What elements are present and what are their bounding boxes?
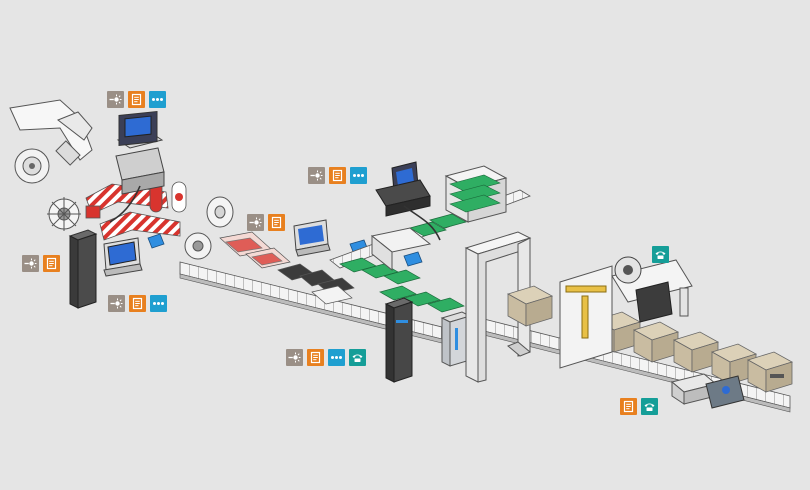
unwind-robot-arm bbox=[9, 99, 93, 166]
station-icons-conveyor-coder bbox=[286, 349, 366, 366]
service-icon[interactable] bbox=[349, 349, 366, 366]
coding-icon[interactable] bbox=[328, 349, 345, 366]
tray-magazine bbox=[444, 165, 508, 223]
label-icon[interactable] bbox=[307, 349, 324, 366]
coding-icon[interactable] bbox=[150, 295, 167, 312]
station-icons-reel-printer bbox=[107, 91, 166, 108]
inkjet-printer-2 bbox=[375, 161, 441, 241]
coding-icon[interactable] bbox=[149, 91, 166, 108]
label-icon[interactable] bbox=[128, 91, 145, 108]
film-reel-left bbox=[14, 148, 50, 184]
sensor-clamps bbox=[147, 233, 423, 267]
service-icon[interactable] bbox=[652, 246, 669, 263]
label-icon[interactable] bbox=[620, 398, 637, 415]
red-web-path bbox=[85, 179, 187, 241]
coder-column bbox=[384, 297, 414, 383]
service-icon[interactable] bbox=[641, 398, 658, 415]
electrical-cabinet bbox=[440, 311, 472, 367]
laser-icon[interactable] bbox=[286, 349, 303, 366]
green-packs bbox=[339, 213, 467, 313]
laser-icon[interactable] bbox=[308, 167, 325, 184]
station-icons-case-coder bbox=[620, 398, 658, 415]
carton bbox=[632, 321, 680, 363]
label-applicator bbox=[611, 256, 693, 323]
station-icons-pack-inline-a bbox=[108, 295, 167, 312]
laser-icon[interactable] bbox=[107, 91, 124, 108]
laser-icon[interactable] bbox=[108, 295, 125, 312]
station-icons-tray-printer bbox=[308, 167, 367, 184]
case-coder bbox=[670, 373, 745, 409]
label-icon[interactable] bbox=[129, 295, 146, 312]
case-sealer bbox=[559, 265, 613, 369]
label-icon[interactable] bbox=[43, 255, 60, 272]
carton bbox=[746, 351, 794, 393]
station-icons-case-labeler bbox=[652, 246, 669, 263]
indexing-wheel bbox=[184, 232, 212, 260]
label-icon[interactable] bbox=[329, 167, 346, 184]
film-reel-mid bbox=[206, 196, 234, 228]
blister-packs bbox=[219, 231, 355, 305]
feed-star-wheel bbox=[47, 197, 81, 231]
label-icon[interactable] bbox=[268, 214, 285, 231]
laser-icon[interactable] bbox=[247, 214, 264, 231]
hmi-controller-2 bbox=[293, 219, 331, 257]
station-icons-reel-controller bbox=[22, 255, 60, 272]
inkjet-printer-1 bbox=[109, 110, 165, 223]
pack-housing bbox=[370, 227, 432, 272]
laser-icon[interactable] bbox=[22, 255, 39, 272]
coding-icon[interactable] bbox=[350, 167, 367, 184]
carton bbox=[672, 331, 720, 373]
station-icons-pack-inline-b bbox=[247, 214, 285, 231]
carton bbox=[506, 285, 554, 327]
hmi-controller-1 bbox=[103, 237, 143, 277]
carton bbox=[710, 343, 758, 385]
case-erector-frame bbox=[464, 231, 532, 383]
controller-column bbox=[68, 229, 98, 309]
